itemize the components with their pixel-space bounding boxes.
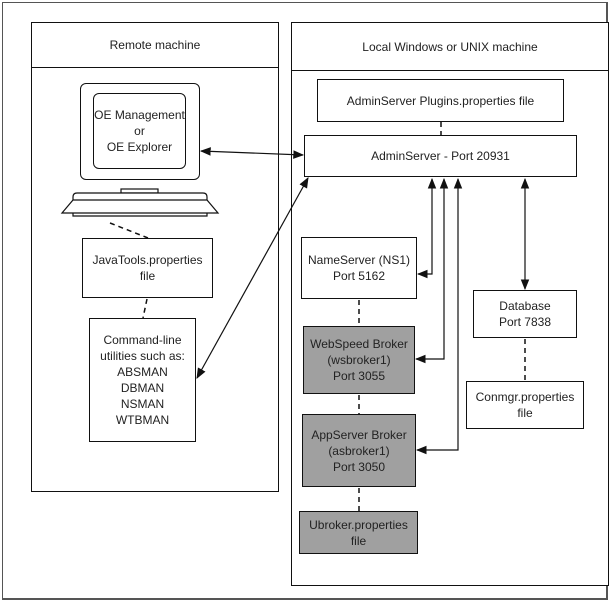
adminserver-plugins-node: AdminServer Plugins.properties file [317,79,564,122]
appserver-broker-node: AppServer Broker (asbroker1) Port 3050 [302,414,416,487]
nameserver-node: NameServer (NS1) Port 5162 [301,237,417,299]
webspeed-broker-node: WebSpeed Broker (wsbroker1) Port 3055 [303,326,415,394]
ubroker-properties-node: Ubroker.properties file [299,511,418,554]
database-node: Database Port 7838 [473,290,577,338]
conmgr-properties-node: Conmgr.properties file [466,381,584,429]
adminserver-node: AdminServer - Port 20931 [304,135,577,177]
local-machine-title: Local Windows or UNIX machine [292,23,608,71]
remote-machine-title: Remote machine [32,23,278,68]
computer-monitor-icon: OE Management or OE Explorer [80,83,200,180]
command-line-utilities-node: Command-line utilities such as: ABSMAN D… [89,318,196,442]
oe-client-node: OE Management or OE Explorer [93,93,186,169]
javatools-properties-node: JavaTools.properties file [82,238,213,298]
